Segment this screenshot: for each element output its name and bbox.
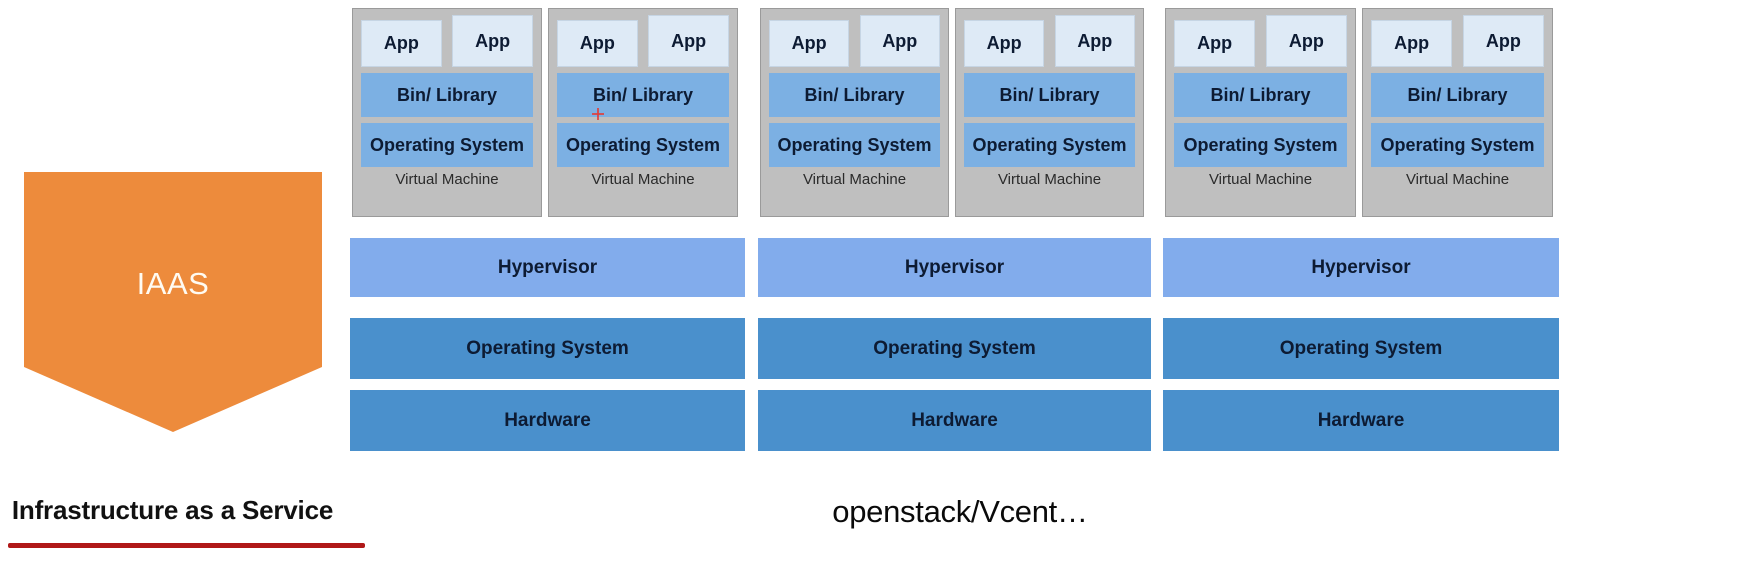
platform-caption: openstack/Vcent… — [832, 494, 1088, 529]
app-box[interactable]: App — [964, 20, 1045, 67]
vm-operating-system-bar[interactable]: Operating System — [1371, 123, 1544, 167]
vm-operating-system-bar[interactable]: Operating System — [964, 123, 1135, 167]
iaas-shape-label: IAAS — [136, 266, 210, 301]
app-box[interactable]: App — [648, 15, 729, 67]
vm-operating-system-bar[interactable]: Operating System — [361, 123, 533, 167]
virtual-machine-label: Virtual Machine — [591, 171, 695, 188]
virtual-machine-label: Virtual Machine — [802, 171, 907, 188]
host-operating-system-bar[interactable]: Operating System — [350, 318, 745, 379]
app-box[interactable]: App — [452, 15, 533, 67]
bin-library-bar[interactable]: Bin/ Library — [1174, 73, 1347, 117]
hypervisor-bar[interactable]: Hypervisor — [1163, 238, 1559, 297]
hardware-bar[interactable]: Hardware — [758, 390, 1151, 451]
iaas-caption: Infrastructure as a Service — [11, 495, 334, 525]
app-box[interactable]: App — [361, 20, 442, 67]
bin-library-bar[interactable]: Bin/ Library — [557, 73, 729, 117]
vm-operating-system-bar[interactable]: Operating System — [557, 123, 729, 167]
virtual-machine-label: Virtual Machine — [395, 171, 499, 188]
app-box[interactable]: App — [557, 20, 638, 67]
app-box[interactable]: App — [1054, 15, 1135, 67]
iaas-pentagon-shape: IAAS — [24, 172, 322, 432]
iaas-underline-divider — [8, 543, 365, 548]
iaas-panel: IAAS Infrastructure as a Service — [0, 0, 365, 561]
virtual-machine-label: Virtual Machine — [1405, 171, 1510, 188]
bin-library-bar[interactable]: Bin/ Library — [1371, 73, 1544, 117]
hardware-bar[interactable]: Hardware — [350, 390, 745, 451]
vm-operating-system-bar[interactable]: Operating System — [769, 123, 940, 167]
virtual-machine-label: Virtual Machine — [997, 171, 1102, 188]
app-box[interactable]: App — [859, 15, 940, 67]
bin-library-bar[interactable]: Bin/ Library — [361, 73, 533, 117]
app-box[interactable]: App — [1462, 15, 1544, 67]
host-operating-system-bar[interactable]: Operating System — [758, 318, 1151, 379]
app-box[interactable]: App — [1174, 20, 1256, 67]
hypervisor-bar[interactable]: Hypervisor — [350, 238, 745, 297]
app-box[interactable]: App — [1265, 15, 1347, 67]
hardware-bar[interactable]: Hardware — [1163, 390, 1559, 451]
host-operating-system-bar[interactable]: Operating System — [1163, 318, 1559, 379]
hypervisor-bar[interactable]: Hypervisor — [758, 238, 1151, 297]
virtual-machine-label: Virtual Machine — [1208, 171, 1313, 188]
bin-library-bar[interactable]: Bin/ Library — [964, 73, 1135, 117]
vm-operating-system-bar[interactable]: Operating System — [1174, 123, 1347, 167]
app-box[interactable]: App — [1371, 20, 1453, 67]
app-box[interactable]: App — [769, 20, 850, 67]
bin-library-bar[interactable]: Bin/ Library — [769, 73, 940, 117]
